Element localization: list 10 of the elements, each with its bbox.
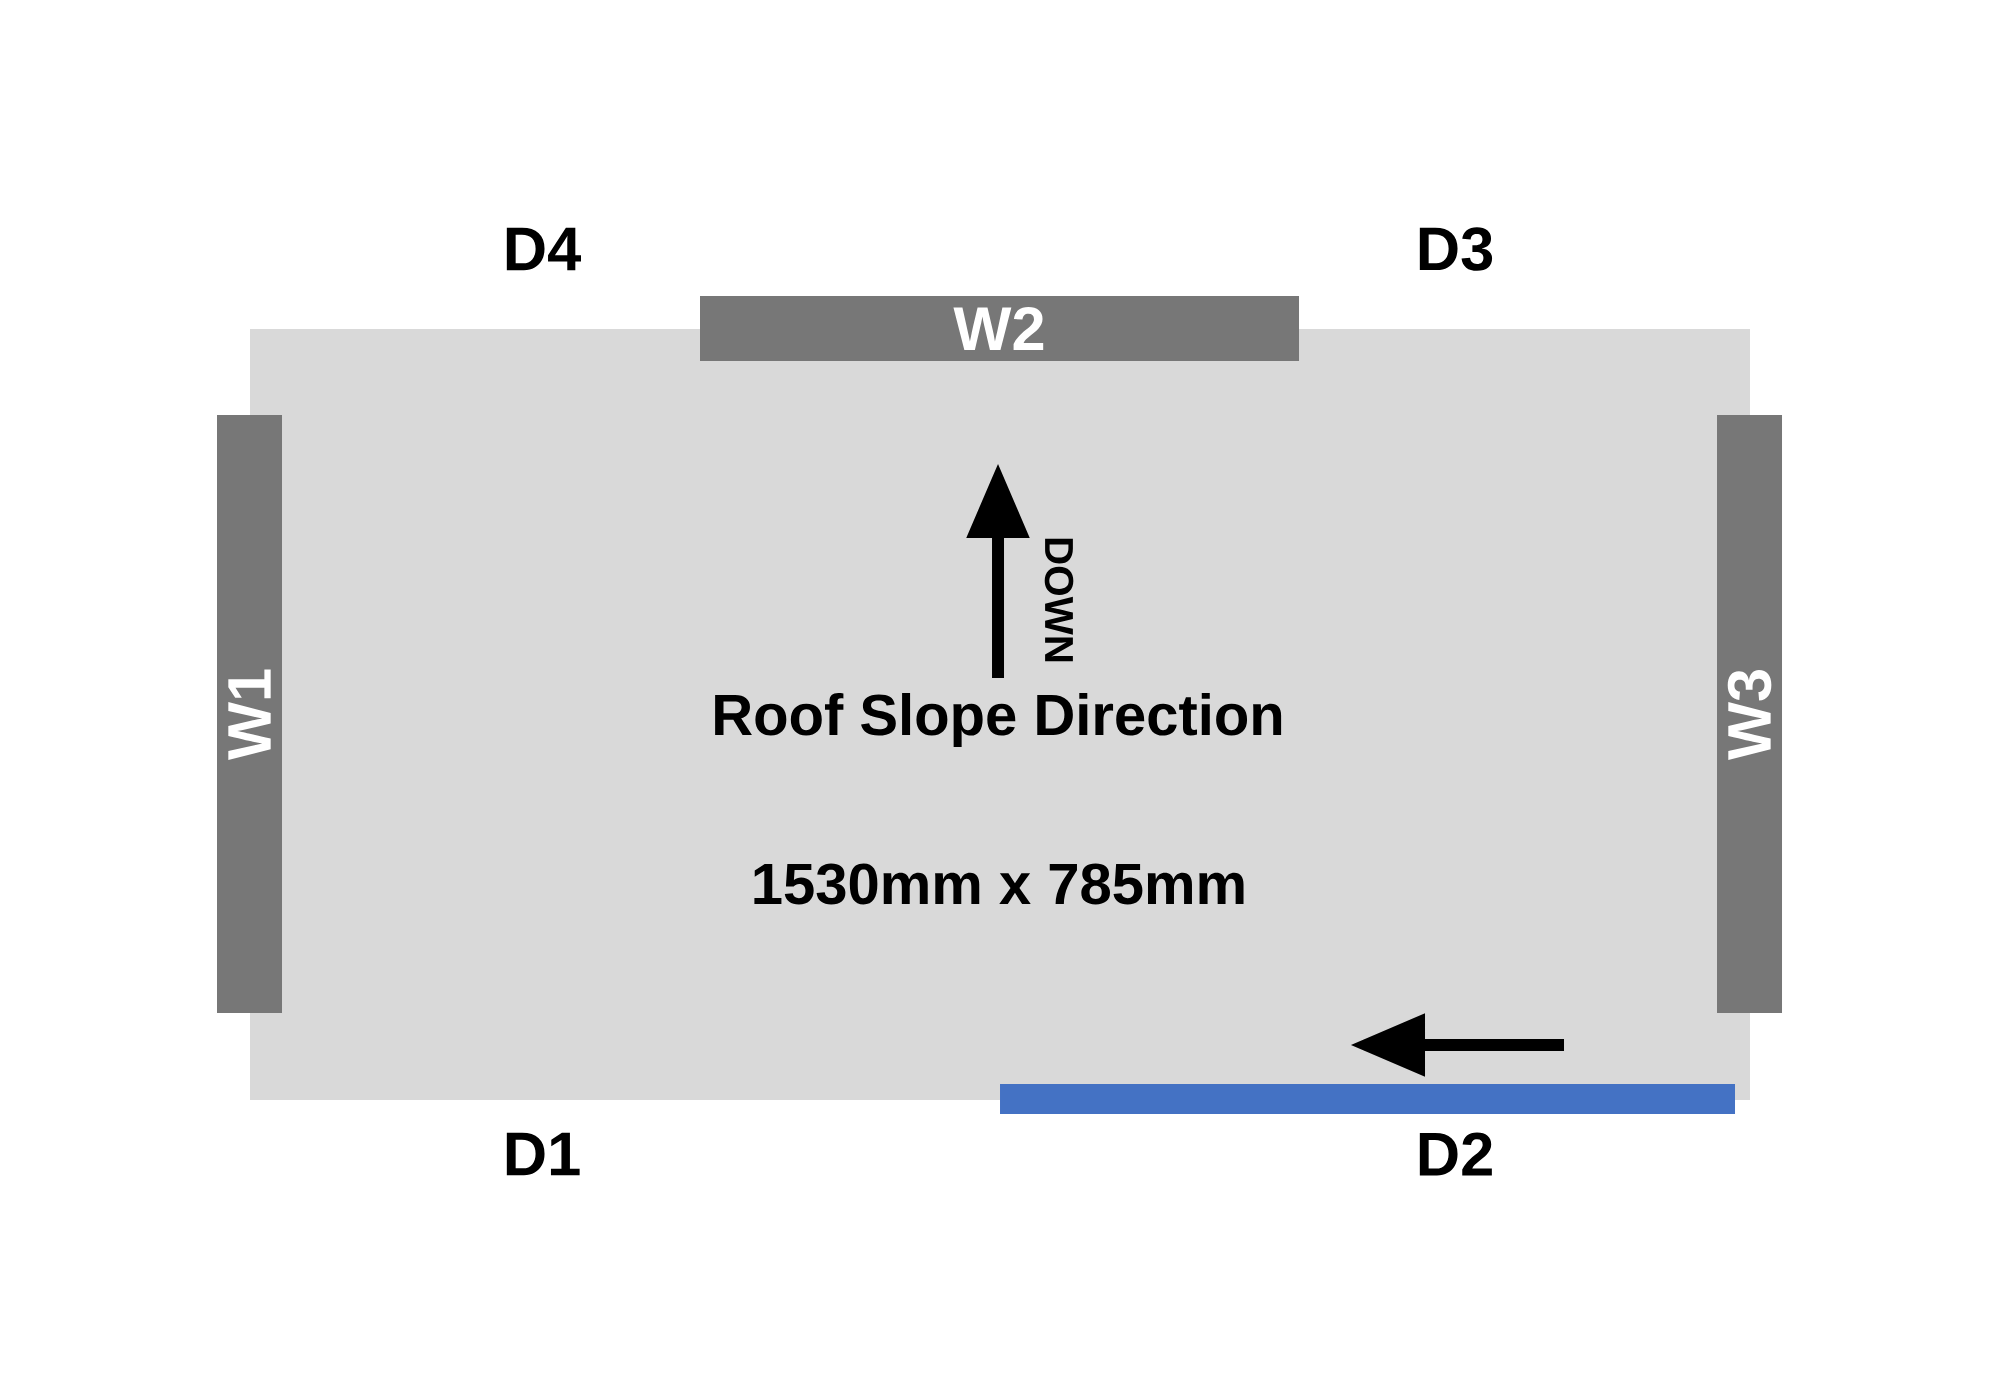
wall-bar: W2 xyxy=(700,296,1299,361)
panel-text: 1530mm x 785mm xyxy=(754,863,1244,905)
side-label: D3 xyxy=(1419,227,1493,271)
side-label: D2 xyxy=(1419,1132,1492,1176)
wall-bar: W3 xyxy=(1717,415,1782,1013)
door-bar xyxy=(1000,1084,1735,1114)
direction-label: DOWN xyxy=(1044,538,1074,662)
wall-bar: W1 xyxy=(217,415,282,1013)
panel-text: Roof Slope Direction xyxy=(715,692,1282,747)
side-label: D4 xyxy=(506,227,581,271)
